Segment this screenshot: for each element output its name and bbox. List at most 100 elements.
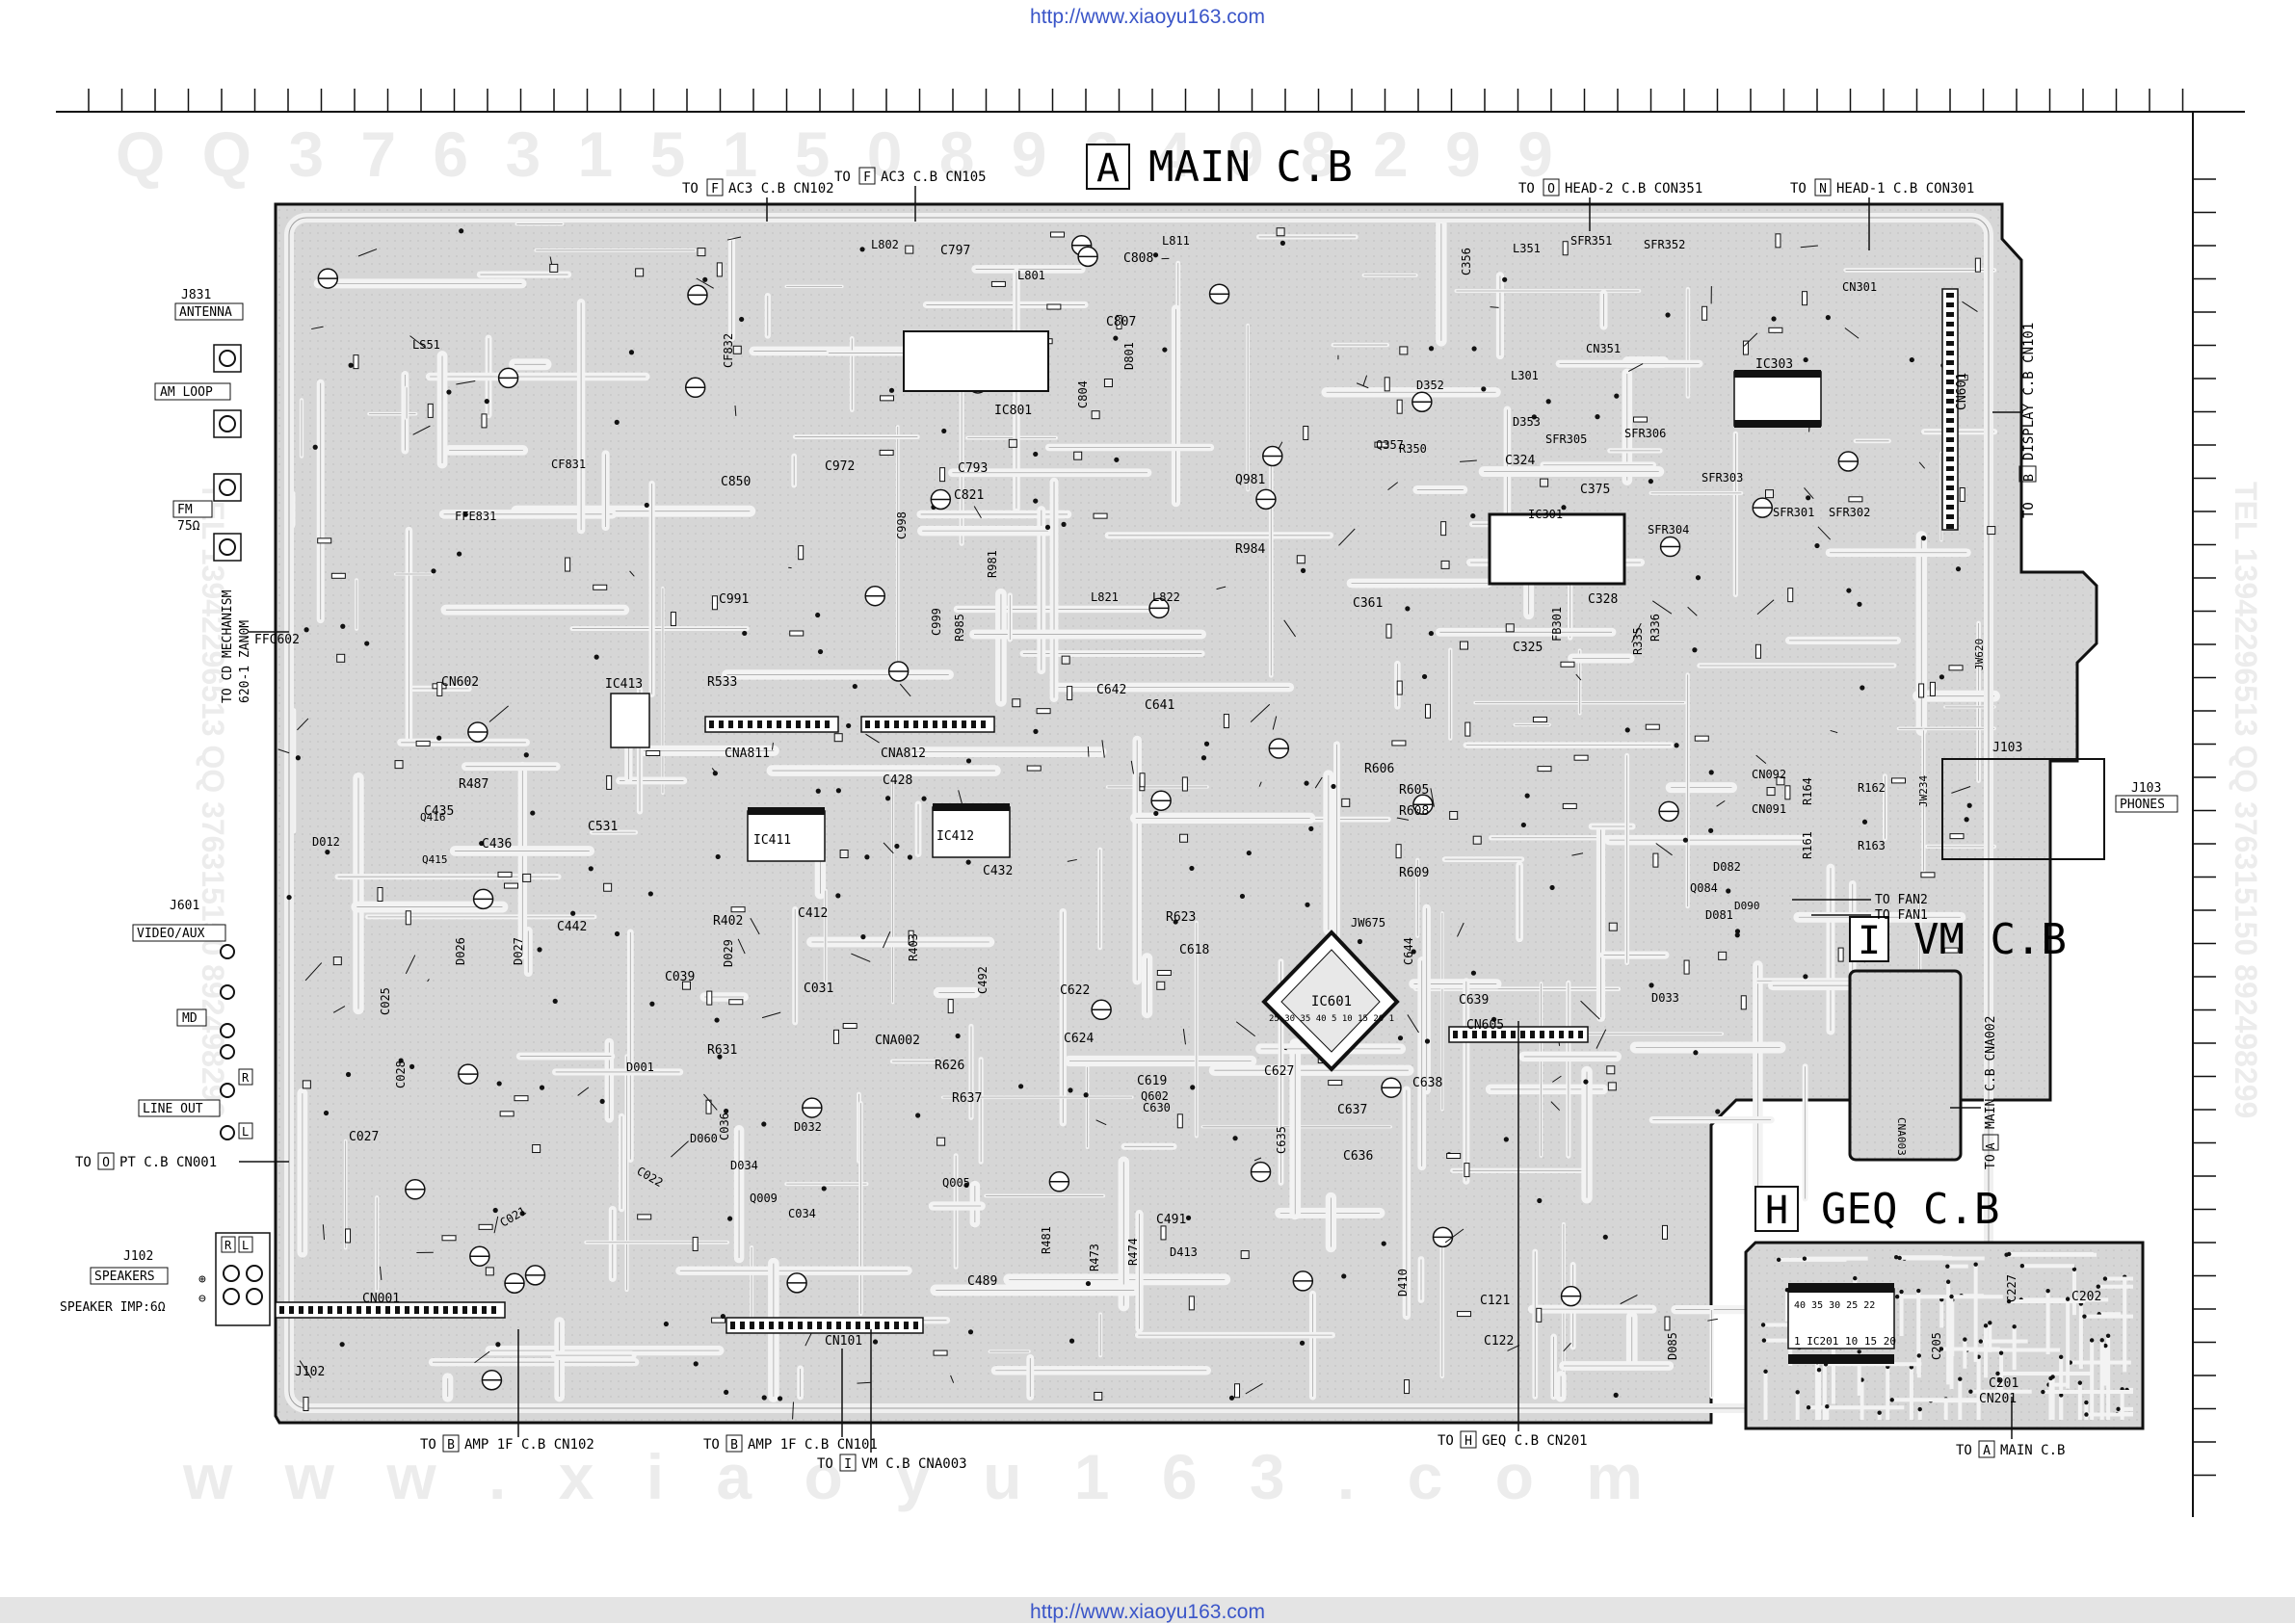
svg-text:J601: J601 xyxy=(170,899,199,913)
frame-top-ticks xyxy=(89,89,2183,112)
svg-text:TO: TO xyxy=(1438,1433,1454,1449)
svg-text:C435: C435 xyxy=(424,804,454,819)
geq-board-letter: H xyxy=(1765,1189,1788,1233)
svg-text:C999: C999 xyxy=(930,608,943,636)
svg-text:MAIN C.B: MAIN C.B xyxy=(2000,1443,2065,1458)
svg-text:AMP 1F C.B CN102: AMP 1F C.B CN102 xyxy=(464,1437,594,1453)
svg-text:TO: TO xyxy=(1956,1443,1972,1458)
svg-text:TO: TO xyxy=(703,1437,720,1453)
svg-text:C491: C491 xyxy=(1156,1213,1186,1227)
svg-text:R631: R631 xyxy=(707,1043,737,1058)
svg-text:C991: C991 xyxy=(719,592,749,607)
svg-text:R606: R606 xyxy=(1364,762,1394,776)
main-board-title: MAIN C.B xyxy=(1148,143,1353,192)
svg-text:O: O xyxy=(1547,182,1555,196)
svg-text:SPEAKER IMP:6Ω: SPEAKER IMP:6Ω xyxy=(60,1300,166,1315)
svg-text:C630: C630 xyxy=(1143,1101,1171,1114)
vm-board-letter: I xyxy=(1858,919,1881,963)
svg-text:C201: C201 xyxy=(1989,1376,2018,1391)
ic412: IC412 xyxy=(933,803,1010,857)
svg-text:C031: C031 xyxy=(804,982,833,996)
svg-text:TO: TO xyxy=(1790,181,1807,196)
svg-text:CNA002: CNA002 xyxy=(875,1034,920,1048)
svg-text:JW675: JW675 xyxy=(1351,916,1385,930)
svg-text:C428: C428 xyxy=(883,773,912,788)
svg-text:SFR306: SFR306 xyxy=(1624,427,1666,440)
svg-text:C034: C034 xyxy=(788,1207,816,1220)
svg-text:C821: C821 xyxy=(954,488,984,503)
svg-text:C624: C624 xyxy=(1064,1032,1094,1046)
callout-pt: TO O PT C.B CN001 xyxy=(75,1153,289,1170)
svg-text:R605: R605 xyxy=(1399,783,1429,798)
svg-text:VIDEO/AUX: VIDEO/AUX xyxy=(137,927,205,941)
svg-text:FFE831: FFE831 xyxy=(455,510,496,523)
svg-text:C998: C998 xyxy=(895,511,909,539)
svg-text:C325: C325 xyxy=(1513,641,1543,655)
svg-text:VM C.B CNA003: VM C.B CNA003 xyxy=(861,1456,967,1472)
svg-text:L821: L821 xyxy=(1091,590,1119,604)
svg-text:J831: J831 xyxy=(181,288,211,302)
svg-text:AM LOOP: AM LOOP xyxy=(160,385,213,400)
svg-text:R487: R487 xyxy=(459,777,488,792)
svg-text:L822: L822 xyxy=(1152,590,1180,604)
svg-text:D082: D082 xyxy=(1713,860,1741,874)
svg-text:⊕: ⊕ xyxy=(198,1272,206,1287)
svg-text:H: H xyxy=(1464,1434,1472,1449)
svg-text:R403: R403 xyxy=(907,933,920,961)
svg-text:C328: C328 xyxy=(1588,592,1618,607)
svg-text:TO CD MECHANISM: TO CD MECHANISM xyxy=(221,589,235,703)
svg-text:F: F xyxy=(711,182,719,196)
svg-text:A: A xyxy=(1984,1142,1997,1150)
svg-text:R608: R608 xyxy=(1399,804,1429,819)
svg-text:D060: D060 xyxy=(690,1132,718,1145)
svg-text:R637: R637 xyxy=(952,1091,982,1106)
svg-text:L351: L351 xyxy=(1513,242,1541,255)
svg-text:D081: D081 xyxy=(1705,908,1733,922)
svg-text:C642: C642 xyxy=(1096,683,1126,697)
svg-text:C492: C492 xyxy=(976,966,989,994)
svg-text:C808: C808 xyxy=(1123,251,1153,266)
svg-text:R533: R533 xyxy=(707,675,737,690)
ic411: IC411 xyxy=(748,807,825,861)
svg-text:C361: C361 xyxy=(1353,596,1383,611)
svg-text:C635: C635 xyxy=(1275,1126,1288,1154)
svg-text:C636: C636 xyxy=(1343,1149,1373,1164)
geq-board-title: GEQ C.B xyxy=(1821,1185,1999,1234)
svg-text:C036: C036 xyxy=(718,1113,731,1140)
svg-text:B: B xyxy=(2022,474,2037,482)
svg-text:25 30 35 40 5 10 15 20 1: 25 30 35 40 5 10 15 20 1 xyxy=(1269,1014,1394,1024)
svg-text:CN301: CN301 xyxy=(1842,280,1877,294)
svg-text:D090: D090 xyxy=(1734,900,1760,912)
svg-text:HEAD-2 C.B CON351: HEAD-2 C.B CON351 xyxy=(1565,181,1702,196)
svg-text:PT C.B CN001: PT C.B CN001 xyxy=(119,1155,217,1170)
svg-text:C412: C412 xyxy=(798,906,828,921)
svg-text:HEAD-1 C.B CON301: HEAD-1 C.B CON301 xyxy=(1836,181,1974,196)
svg-text:R162: R162 xyxy=(1858,781,1886,795)
svg-text:TO FAN1: TO FAN1 xyxy=(1875,908,1928,923)
svg-text:IC412: IC412 xyxy=(936,829,974,844)
svg-text:A: A xyxy=(1983,1444,1991,1458)
svg-text:L: L xyxy=(242,1239,249,1252)
svg-text:ANTENNA: ANTENNA xyxy=(179,305,232,320)
svg-text:C627: C627 xyxy=(1264,1064,1294,1079)
svg-text:SFR301: SFR301 xyxy=(1773,506,1814,519)
ic301: IC301 xyxy=(1490,508,1624,584)
svg-text:D029: D029 xyxy=(722,939,735,967)
svg-text:C804: C804 xyxy=(1076,380,1090,408)
svg-text:D027: D027 xyxy=(512,937,525,965)
svg-text:D413: D413 xyxy=(1170,1245,1198,1259)
svg-text:C489: C489 xyxy=(967,1274,997,1289)
svg-text:IC411: IC411 xyxy=(753,833,791,848)
svg-text:C432: C432 xyxy=(983,864,1013,878)
svg-text:J102: J102 xyxy=(295,1365,325,1379)
svg-text:CN092: CN092 xyxy=(1752,768,1786,781)
svg-text:R473: R473 xyxy=(1088,1244,1101,1271)
svg-text:CN091: CN091 xyxy=(1752,802,1786,816)
svg-text:R481: R481 xyxy=(1040,1226,1053,1254)
svg-text:C638: C638 xyxy=(1412,1076,1442,1090)
svg-text:L: L xyxy=(242,1125,249,1139)
svg-text:SFR302: SFR302 xyxy=(1829,506,1870,519)
svg-text:C436: C436 xyxy=(482,837,512,851)
svg-text:R981: R981 xyxy=(986,550,999,578)
